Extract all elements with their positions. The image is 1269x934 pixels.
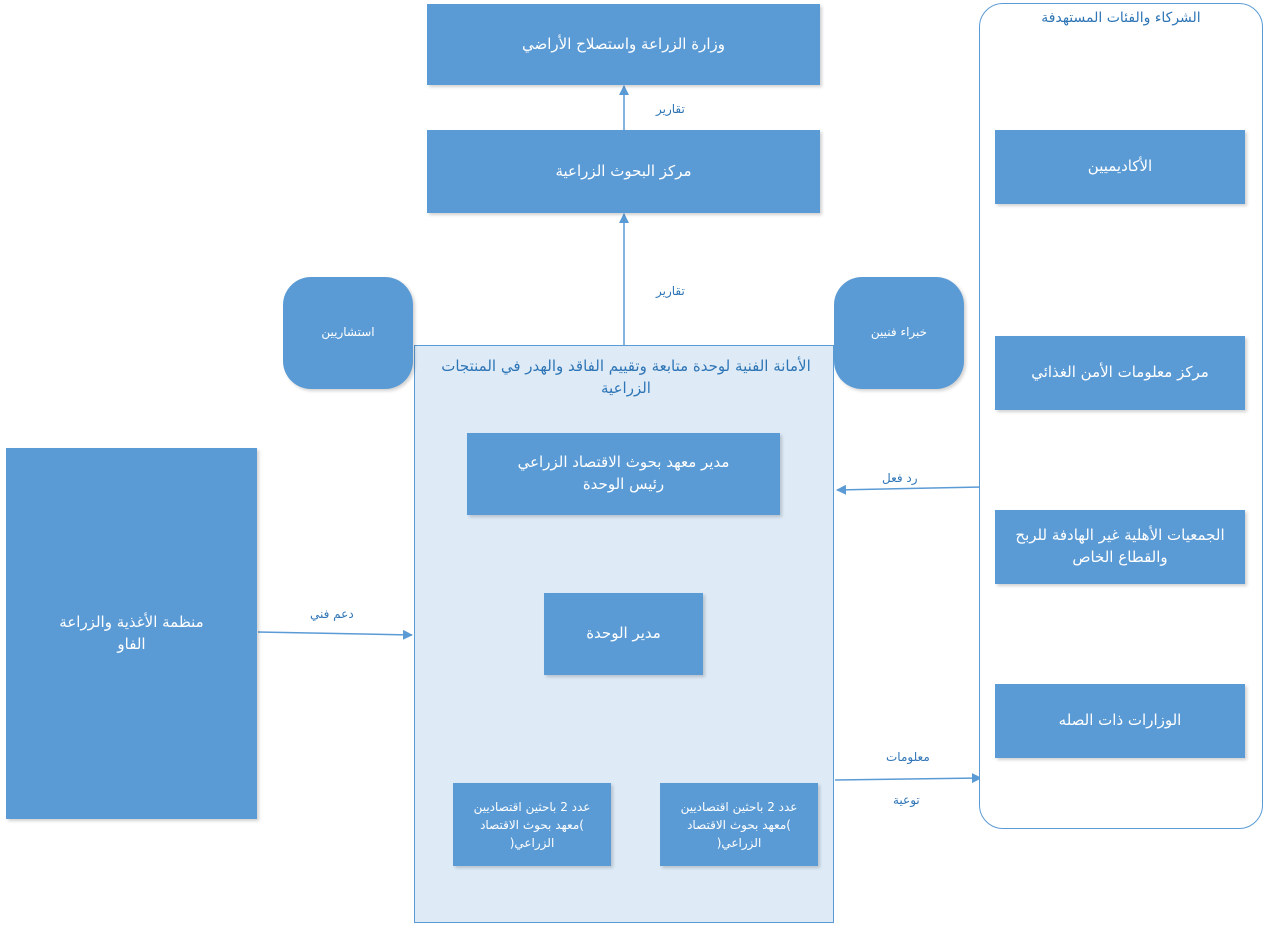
unit-manager-box: مدير الوحدة [544,593,703,675]
director-line2: رئيس الوحدة [582,475,665,493]
reports-top-label: تقارير [656,102,685,116]
fao-line2: الفاو [117,634,146,653]
fao-box: منظمة الأغذية والزراعة الفاو [6,448,257,819]
researchers-left-line2: )معهد بحوث الاقتصاد [480,817,584,832]
partner-ministries: الوزارات ذات الصله [995,684,1245,758]
consultants-box: استشاريين [283,277,413,389]
partner-food-security-label: مركز معلومات الأمن الغذائي [1031,363,1209,382]
partner-ministries-label: الوزارات ذات الصله [1058,711,1182,730]
researchers-right-line1: عدد 2 باحثين اقتصاديين [680,799,798,814]
awareness-label: توعية [893,793,920,807]
feedback-label: رد فعل [882,471,918,485]
ministry-label: وزارة الزراعة واستصلاح الأراضي [522,34,725,53]
partner-ngos-line1: الجمعيات الأهلية غير الهادفة للربح [1015,526,1225,545]
researchers-right-line3: الزراعي( [716,835,762,850]
arrow-feedback [836,484,983,495]
arrow-info [834,773,982,784]
partner-academics-label: الأكاديميين [1087,157,1153,176]
partners-title: الشركاء والفئات المستهدفة [1041,10,1201,26]
researchers-left-line1: عدد 2 باحثين اقتصاديين [473,799,591,814]
experts-label: خبراء فنيين [870,325,928,340]
arrow-fao-to-secretariat [257,629,413,640]
technical-support-label: دعم فني [310,607,354,621]
info-label: معلومات [886,750,930,764]
ministry-box: وزارة الزراعة واستصلاح الأراضي [427,4,820,85]
consultants-label: استشاريين [321,325,375,340]
researchers-right-line2: )معهد بحوث الاقتصاد [687,817,791,832]
reports-mid-label: تقارير [656,284,685,298]
partner-food-security: مركز معلومات الأمن الغذائي [995,336,1245,410]
research-center-box: مركز البحوث الزراعية [427,130,820,213]
researchers-left-line3: الزراعي( [509,835,555,850]
secretariat-title: الأمانة الفنية لوحدة متابعة وتقييم الفاق… [441,357,811,397]
fao-line1: منظمة الأغذية والزراعة [59,612,204,631]
partner-ngos-line2: والقطاع الخاص [1072,548,1168,566]
research-center-label: مركز البحوث الزراعية [555,161,692,180]
partner-ngos: الجمعيات الأهلية غير الهادفة للربح والقط… [995,510,1245,584]
researchers-right-box: عدد 2 باحثين اقتصاديين )معهد بحوث الاقتص… [660,783,818,866]
researchers-left-box: عدد 2 باحثين اقتصاديين )معهد بحوث الاقتص… [453,783,611,866]
director-line1: مدير معهد بحوث الاقتصاد الزراعي [517,453,730,472]
director-box: مدير معهد بحوث الاقتصاد الزراعي رئيس الو… [467,433,780,515]
experts-box: خبراء فنيين [834,277,964,389]
partner-academics: الأكاديميين [995,130,1245,204]
unit-manager-label: مدير الوحدة [586,624,661,643]
